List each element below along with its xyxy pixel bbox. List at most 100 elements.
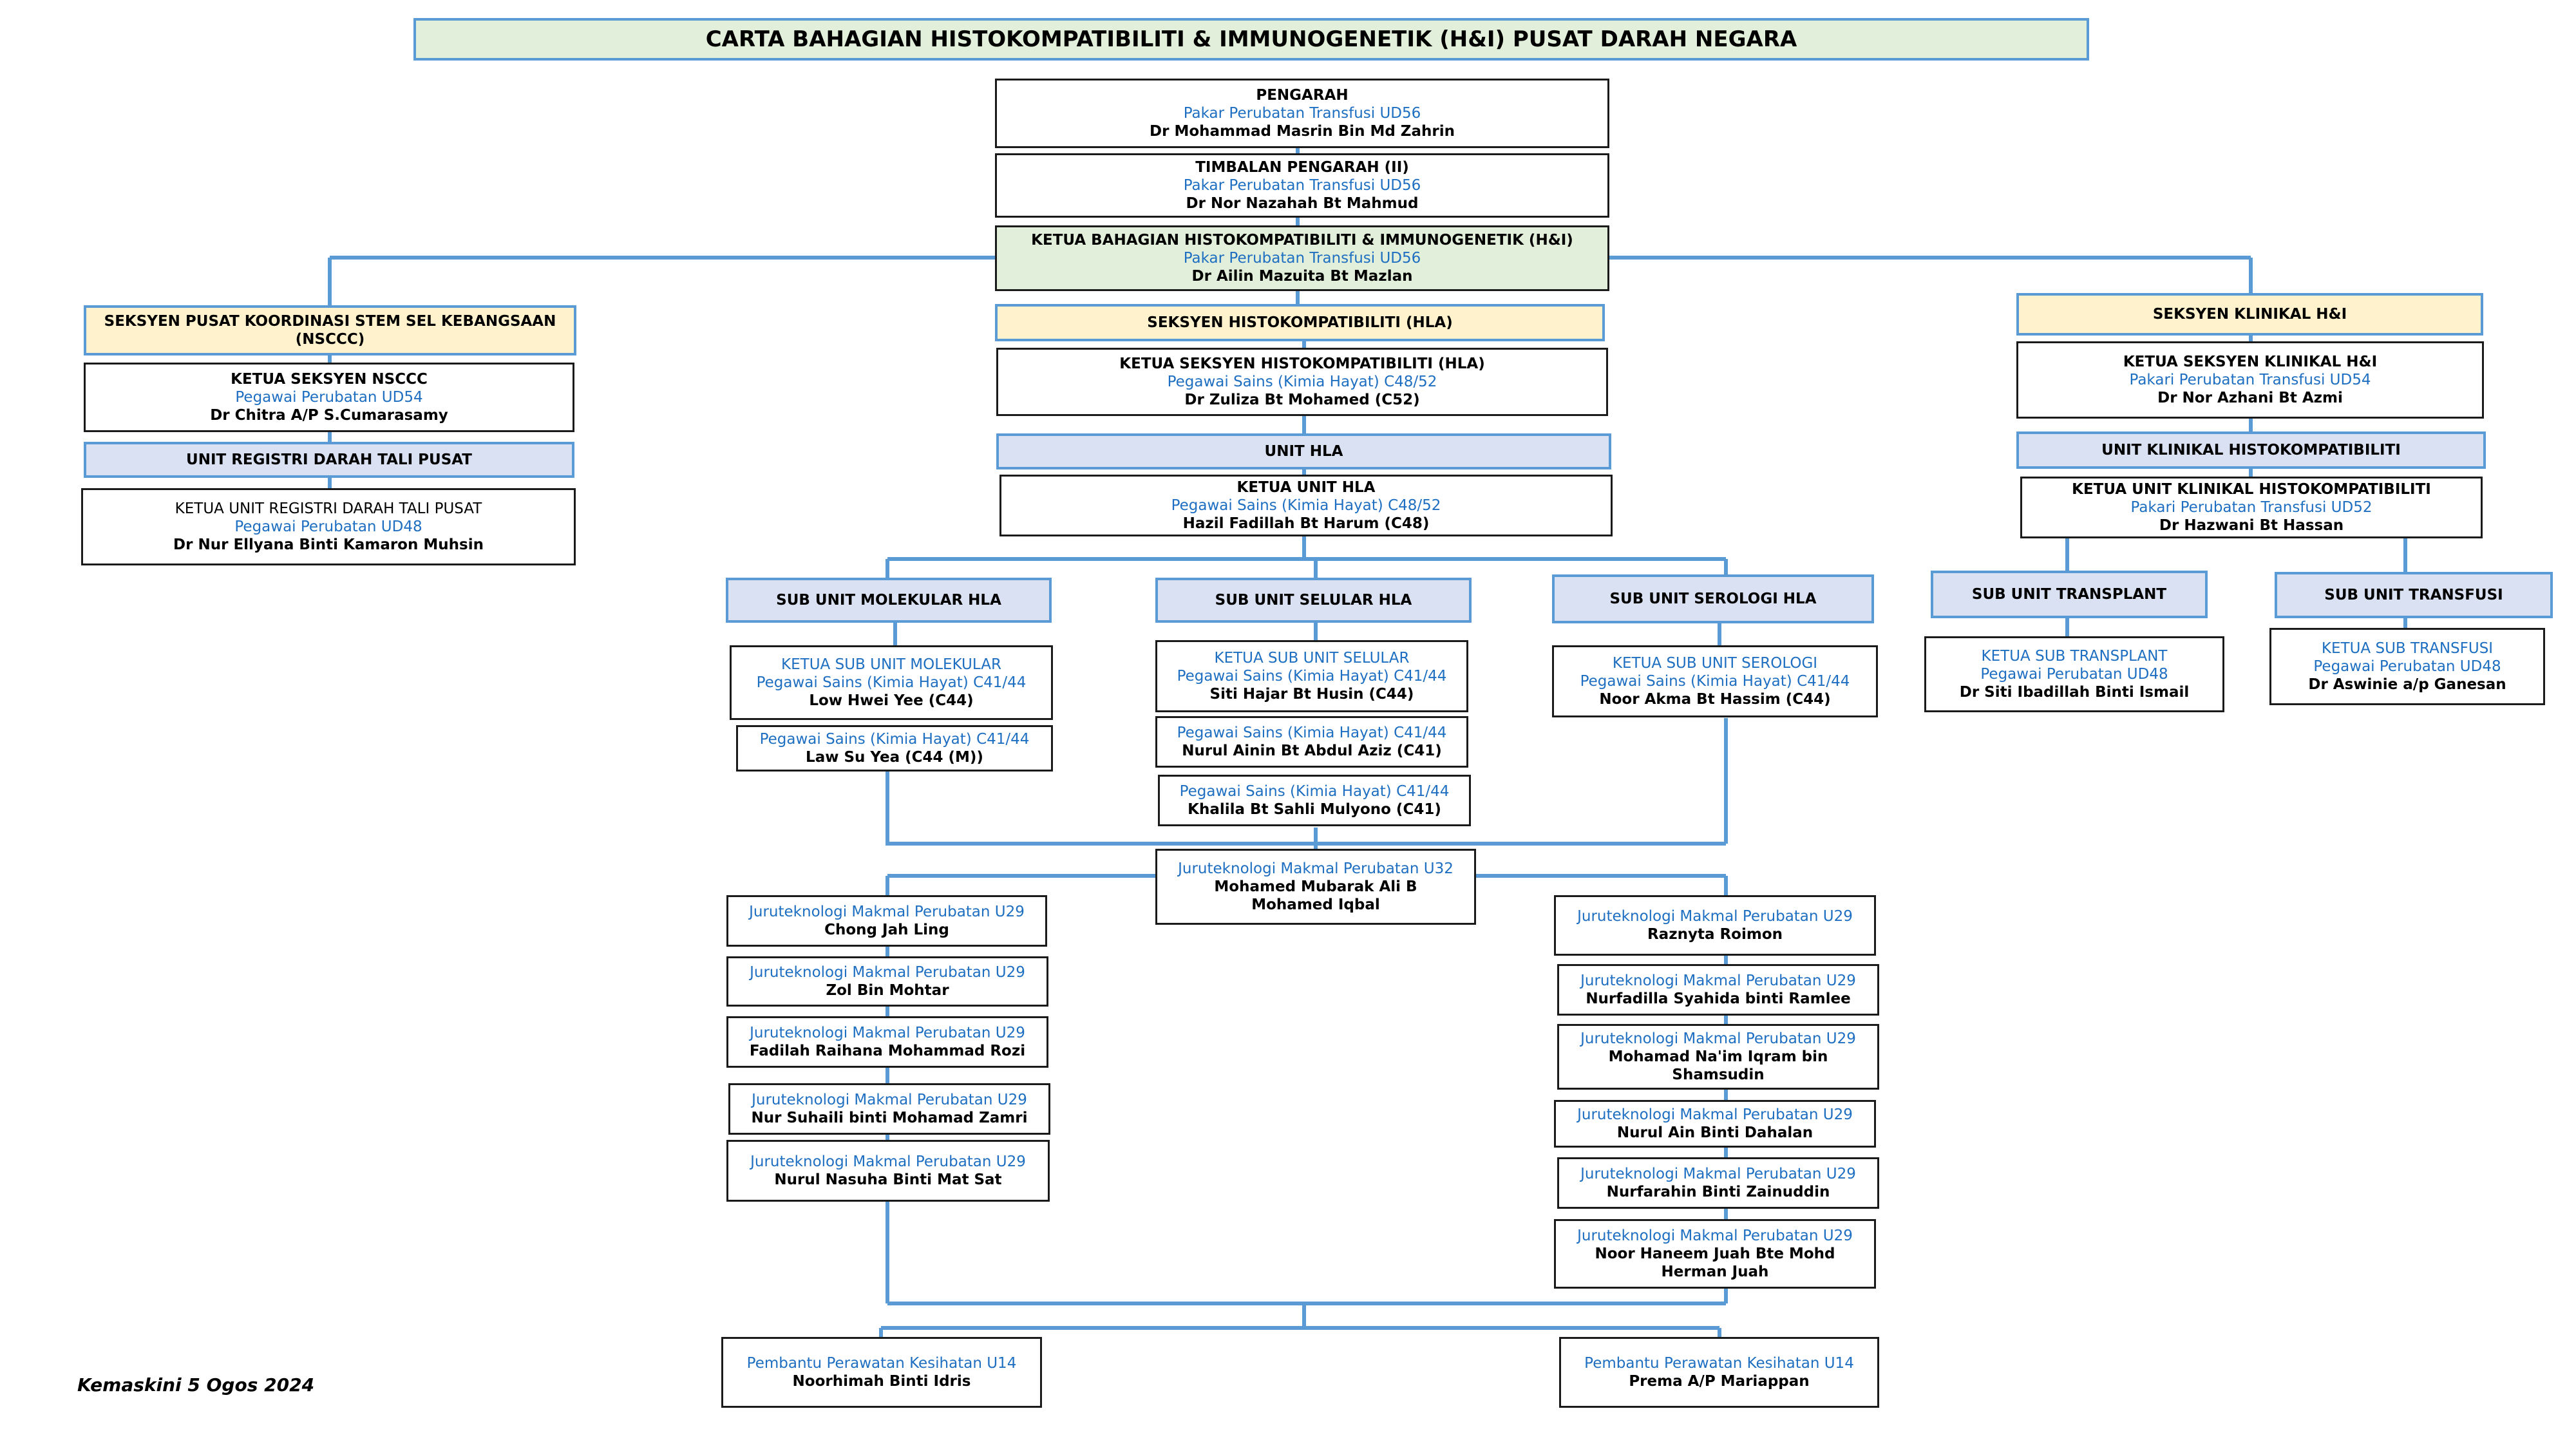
grade-label: Juruteknologi Makmal Perubatan U29 xyxy=(750,1153,1026,1170)
sub-unit-title: SUB UNIT TRANSFUSI xyxy=(2324,586,2503,603)
unit-title: UNIT KLINIKAL HISTOKOMPATIBILITI xyxy=(2101,441,2401,459)
technologist-box: Juruteknologi Makmal Perubatan U29 Nurul… xyxy=(726,1140,1050,1202)
ketua-bahagian-box: KETUA BAHAGIAN HISTOKOMPATIBILITI & IMMU… xyxy=(995,225,1609,291)
position-title: KETUA UNIT HLA xyxy=(1236,478,1376,496)
person-name: Shamsudin xyxy=(1672,1066,1765,1084)
selular-staff-box: Pegawai Sains (Kimia Hayat) C41/44 Nurul… xyxy=(1155,716,1468,768)
person-name: Nurul Ainin Bt Abdul Aziz (C41) xyxy=(1182,743,1442,759)
update-date-note: Kemaskini 5 Ogos 2024 xyxy=(77,1374,315,1396)
technologist-box: Juruteknologi Makmal Perubatan U29 Nur S… xyxy=(728,1083,1050,1135)
person-name: Dr Ailin Mazuita Bt Mazlan xyxy=(1191,268,1413,285)
person-name: Dr Hazwani Bt Hassan xyxy=(2159,517,2344,535)
position-title: KETUA SUB UNIT MOLEKULAR xyxy=(781,656,1001,673)
sub-unit-title: SUB UNIT TRANSPLANT xyxy=(1971,585,2167,603)
person-name: Siti Hajar Bt Husin (C44) xyxy=(1209,686,1414,703)
person-name: Nurul Nasuha Binti Mat Sat xyxy=(774,1171,1002,1188)
person-name: Dr Zuliza Bt Mohamed (C52) xyxy=(1184,392,1420,409)
grade-label: Pegawai Perubatan UD48 xyxy=(1980,665,2168,683)
position-title: TIMBALAN PENGARAH (II) xyxy=(1195,158,1409,176)
grade-label: Pegawai Sains (Kimia Hayat) C48/52 xyxy=(1167,373,1437,390)
selular-head-box: KETUA SUB UNIT SELULAR Pegawai Sains (Ki… xyxy=(1155,640,1468,712)
position-title: KETUA UNIT REGISTRI DARAH TALI PUSAT xyxy=(175,500,482,517)
person-name: Chong Jah Ling xyxy=(824,922,949,938)
grade-label: Pegawai Sains (Kimia Hayat) C41/44 xyxy=(1179,782,1450,800)
section-title: SEKSYEN HISTOKOMPATIBILITI (HLA) xyxy=(1147,314,1453,331)
unit-klinikal-header: UNIT KLINIKAL HISTOKOMPATIBILITI xyxy=(2016,431,2486,469)
person-name: Mohamad Na'im Iqram bin xyxy=(1608,1048,1828,1065)
section-title: SEKSYEN PUSAT KOORDINASI STEM SEL KEBANG… xyxy=(104,312,556,348)
grade-label: Juruteknologi Makmal Perubatan U29 xyxy=(1580,972,1856,989)
grade-label: Pakar Perubatan Transfusi UD56 xyxy=(1183,104,1421,122)
person-name: Dr Siti Ibadillah Binti Ismail xyxy=(1959,684,2190,701)
grade-label: Pegawai Perubatan UD54 xyxy=(235,388,423,406)
technologist-box: Juruteknologi Makmal Perubatan U29 Chong… xyxy=(726,895,1047,947)
nsccc-head-box: KETUA SEKSYEN NSCCC Pegawai Perubatan UD… xyxy=(84,363,574,432)
grade-label: Pembantu Perawatan Kesihatan U14 xyxy=(1584,1354,1854,1372)
person-name: Nurul Ain Binti Dahalan xyxy=(1616,1124,1814,1141)
grade-label: Juruteknologi Makmal Perubatan U29 xyxy=(749,903,1025,920)
sub-unit-serologi-header: SUB UNIT SEROLOGI HLA xyxy=(1552,574,1874,623)
unit-klinikal-head-box: KETUA UNIT KLINIKAL HISTOKOMPATIBILITI P… xyxy=(2020,477,2483,538)
person-name: Noor Haneem Juah Bte Mohd xyxy=(1595,1245,1835,1262)
grade-label: Pakar Perubatan Transfusi UD56 xyxy=(1183,249,1421,267)
grade-label: Pegawai Sains (Kimia Hayat) C41/44 xyxy=(1177,667,1447,685)
position-title: KETUA UNIT KLINIKAL HISTOKOMPATIBILITI xyxy=(2072,480,2431,498)
person-name: Raznyta Roimon xyxy=(1647,926,1783,943)
hla-section-header: SEKSYEN HISTOKOMPATIBILITI (HLA) xyxy=(995,304,1605,341)
transplant-head-box: KETUA SUB TRANSPLANT Pegawai Perubatan U… xyxy=(1924,636,2224,712)
unit-title: UNIT HLA xyxy=(1264,442,1343,460)
grade-label: Pegawai Sains (Kimia Hayat) C41/44 xyxy=(1177,724,1447,741)
position-title: KETUA SUB UNIT SELULAR xyxy=(1214,649,1410,667)
assistant-box: Pembantu Perawatan Kesihatan U14 Prema A… xyxy=(1559,1337,1879,1408)
person-name: Dr Nor Nazahah Bt Mahmud xyxy=(1186,195,1419,213)
klinikal-head-box: KETUA SEKSYEN KLINIKAL H&I Pakari Peruba… xyxy=(2016,341,2484,419)
sub-unit-transplant-header: SUB UNIT TRANSPLANT xyxy=(1931,571,2208,618)
pengarah-box: PENGARAH Pakar Perubatan Transfusi UD56 … xyxy=(995,79,1609,148)
assistant-box: Pembantu Perawatan Kesihatan U14 Noorhim… xyxy=(721,1337,1042,1408)
grade-label: Juruteknologi Makmal Perubatan U29 xyxy=(1580,1165,1856,1182)
chart-title: CARTA BAHAGIAN HISTOKOMPATIBILITI & IMMU… xyxy=(413,18,2089,61)
hla-section-head-box: KETUA SEKSYEN HISTOKOMPATIBILITI (HLA) P… xyxy=(996,348,1608,416)
timbalan-pengarah-box: TIMBALAN PENGARAH (II) Pakar Perubatan T… xyxy=(995,153,1609,218)
person-name: Herman Juah xyxy=(1661,1264,1769,1281)
grade-label: Pembantu Perawatan Kesihatan U14 xyxy=(746,1354,1017,1372)
technologist-box: Juruteknologi Makmal Perubatan U29 Fadil… xyxy=(726,1016,1048,1068)
technologist-box: Juruteknologi Makmal Perubatan U29 Razny… xyxy=(1554,895,1876,956)
connector-assistants xyxy=(879,1302,1726,1338)
technologist-box: Juruteknologi Makmal Perubatan U29 Zol B… xyxy=(726,956,1048,1007)
person-name: Hazil Fadillah Bt Harum (C48) xyxy=(1182,515,1430,533)
connector-hla-subunit-heads xyxy=(893,622,1721,646)
grade-label: Juruteknologi Makmal Perubatan U29 xyxy=(750,963,1025,981)
sub-unit-title: SUB UNIT SELULAR HLA xyxy=(1215,591,1412,609)
u32-technologist-box: Juruteknologi Makmal Perubatan U32 Moham… xyxy=(1155,849,1476,925)
person-name: Dr Nor Azhani Bt Azmi xyxy=(2157,390,2343,407)
position-title: KETUA SUB TRANSFUSI xyxy=(2321,639,2494,657)
grade-label: Pakar Perubatan Transfusi UD56 xyxy=(1183,176,1421,194)
person-name: Khalila Bt Sahli Mulyono (C41) xyxy=(1188,801,1441,818)
grade-label: Juruteknologi Makmal Perubatan U29 xyxy=(1577,907,1853,925)
position-title: KETUA SUB TRANSPLANT xyxy=(1981,647,2168,665)
person-name: Nurfarahin Binti Zainuddin xyxy=(1606,1184,1830,1200)
person-name: Mohamed Iqbal xyxy=(1251,896,1380,914)
section-title: SEKSYEN KLINIKAL H&I xyxy=(2152,305,2347,323)
connector-hla-subunits xyxy=(886,536,1728,578)
grade-label: Juruteknologi Makmal Perubatan U29 xyxy=(1580,1030,1856,1047)
person-name: Nur Suhaili binti Mohamad Zamri xyxy=(751,1110,1028,1126)
person-name: Noor Akma Bt Hassim (C44) xyxy=(1599,691,1831,708)
position-title: PENGARAH xyxy=(1256,86,1349,104)
sub-unit-molekular-header: SUB UNIT MOLEKULAR HLA xyxy=(726,578,1052,623)
person-name: Noorhimah Binti Idris xyxy=(792,1373,971,1390)
position-title: KETUA BAHAGIAN HISTOKOMPATIBILITI & IMMU… xyxy=(1031,231,1573,249)
unit-hla-head-box: KETUA UNIT HLA Pegawai Sains (Kimia Haya… xyxy=(999,475,1613,536)
position-title: KETUA SEKSYEN NSCCC xyxy=(231,370,428,388)
person-name: Dr Mohammad Masrin Bin Md Zahrin xyxy=(1150,123,1455,140)
person-name: Low Hwei Yee (C44) xyxy=(809,692,974,710)
grade-label: Pegawai Sains (Kimia Hayat) C41/44 xyxy=(756,674,1027,691)
grade-label: Juruteknologi Makmal Perubatan U29 xyxy=(1577,1227,1853,1244)
grade-label: Pegawai Sains (Kimia Hayat) C48/52 xyxy=(1171,497,1441,514)
technologist-box: Juruteknologi Makmal Perubatan U29 Noor … xyxy=(1554,1219,1876,1289)
unit-hla-header: UNIT HLA xyxy=(996,433,1611,469)
grade-label: Juruteknologi Makmal Perubatan U29 xyxy=(750,1024,1025,1041)
grade-label: Pegawai Perubatan UD48 xyxy=(234,518,422,535)
technologist-box: Juruteknologi Makmal Perubatan U29 Nurfa… xyxy=(1557,964,1879,1016)
